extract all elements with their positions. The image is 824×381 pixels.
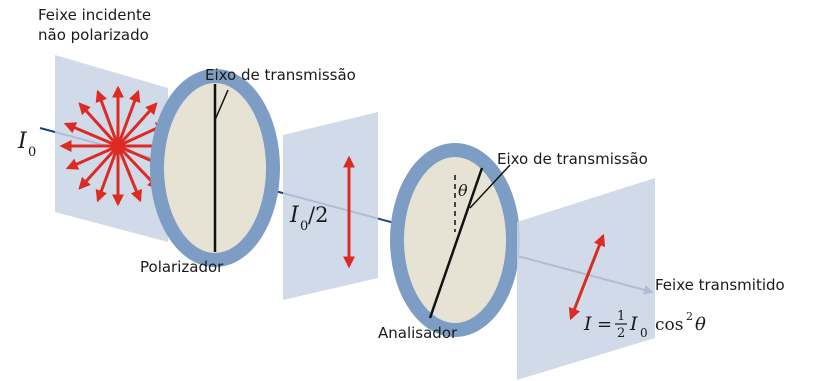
axis2-label: Eixo de transmissão (497, 150, 648, 168)
incident-label-line1: Feixe incidente (38, 6, 151, 24)
fraction-denominator: 2 (617, 326, 625, 341)
cos-power: 2 (686, 310, 693, 323)
polarizer-label: Polarizador (140, 258, 224, 276)
final-I: I (583, 313, 592, 335)
cos-text: cos (655, 315, 683, 335)
axis1-label: Eixo de transmissão (205, 66, 356, 84)
axis1-pointer (214, 89, 229, 121)
incident-intensity: I 0 (17, 129, 36, 160)
final-equals: = (597, 314, 612, 335)
half-intensity: I 0 /2 (289, 203, 328, 234)
theta-angle: θ (458, 181, 468, 200)
analyzer-axis (428, 167, 484, 319)
transmitted-label: Feixe transmitido (655, 276, 785, 294)
final-I0-subscript: 0 (640, 326, 648, 340)
analyzer-label: Analisador (378, 324, 458, 342)
malus-law: I = 1 2 I 0 cos 2 θ (583, 309, 706, 341)
half-i-subscript: 0 (300, 219, 308, 234)
final-I0: I (629, 313, 638, 335)
axis2-pointer (469, 164, 511, 209)
analyzer-ring (390, 143, 520, 337)
half-i-symbol: I (289, 203, 300, 228)
i0-subscript: 0 (28, 145, 36, 160)
half-divisor: /2 (308, 203, 328, 227)
final-theta: θ (695, 314, 706, 335)
i0-symbol: I (17, 129, 28, 154)
transmitted-polarized-arrow (568, 233, 606, 321)
fraction-numerator: 1 (617, 309, 625, 324)
incident-label-line2: não polarizado (38, 26, 149, 44)
